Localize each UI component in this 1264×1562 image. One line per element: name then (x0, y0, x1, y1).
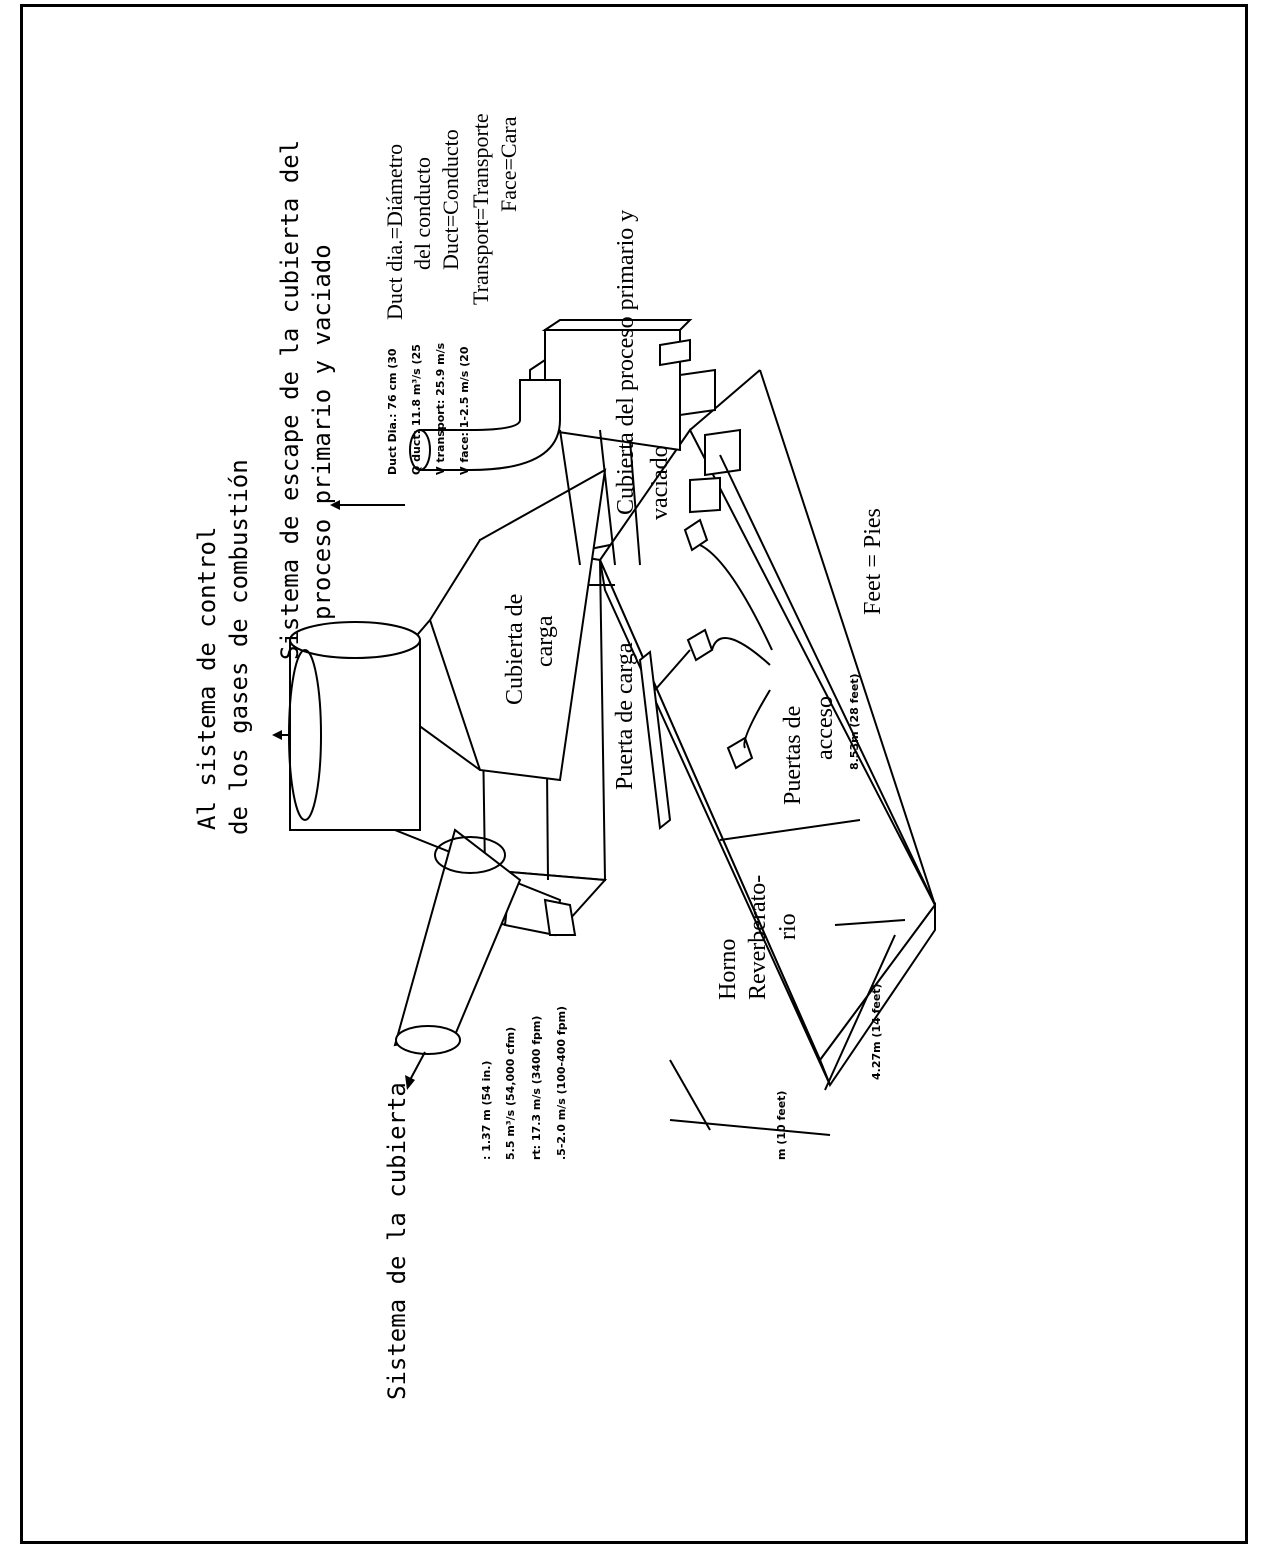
label-access-doors-1: Puertas de (780, 706, 806, 805)
label-furnace-2: Reverberato- (745, 875, 771, 1000)
glossary-line: Duct dia.=Diámetro (382, 144, 407, 320)
label-primary-hood-2: vaciado (647, 445, 673, 520)
primary-process-hood (529, 319, 741, 566)
label-charging-door: Puerta de carga (612, 642, 638, 790)
spec-line: V transport: 25.9 m/s (434, 342, 447, 475)
spec-right: Duct Dia.: 76 cm (30 Q duct: 11.8 m³/s (… (386, 342, 471, 475)
spec-line: : 1.37 m (54 in.) (480, 1061, 493, 1160)
label-exhaust-2: proceso primario y vaciado (308, 244, 336, 620)
spec-line: .5-2.0 m/s (100-400 fpm) (555, 1006, 568, 1160)
spec-left: : 1.37 m (54 in.) 5.5 m³/s (54,000 cfm) … (480, 1006, 568, 1160)
figure-frame (20, 4, 1248, 1544)
label-control-system-1: Al sistema de control (193, 527, 221, 830)
dimension-height: m (10 feet) (775, 1091, 788, 1160)
dimension-width: 4.27m (14 feet) (870, 983, 883, 1080)
access-door-1 (683, 518, 709, 552)
dimension-lines (669, 454, 936, 1136)
label-charging-hood-1: Cubierta de (502, 594, 528, 705)
spec-line: Duct Dia.: 76 cm (30 (386, 348, 399, 475)
glossary: Duct dia.=Diámetro del conducto Duct=Con… (382, 113, 521, 320)
glossary-line: Face=Cara (496, 116, 521, 212)
hood-roof (428, 468, 607, 782)
label-exhaust-1: Sistema de escape de la cubierta del (276, 140, 304, 660)
exhaust-duct (409, 379, 561, 471)
furnace-drawing (272, 319, 937, 1136)
charging-door (638, 650, 672, 830)
label-charging-hood-2: carga (532, 615, 558, 667)
access-door-3 (726, 736, 754, 770)
label-furnace-1: Horno (715, 939, 741, 1000)
label-control-system-2: de los gases de combustión (225, 459, 253, 835)
combustion-gas-duct (288, 621, 421, 831)
glossary-line: del conducto (410, 157, 435, 270)
hood-system-pipe (393, 828, 522, 1055)
spec-line: 5.5 m³/s (54,000 cfm) (504, 1027, 517, 1160)
glossary-line: Duct=Conducto (438, 129, 463, 270)
spec-line: Q duct: 11.8 m³/s (25 (410, 344, 423, 475)
dimension-length: 8.53m (28 feet) (848, 673, 861, 770)
label-feet: Feet = Pies (860, 508, 886, 615)
furnace-side (599, 559, 831, 1086)
label-furnace-3: rio (775, 913, 801, 940)
spec-line: V face: 1-2.5 m/s (20 (458, 346, 471, 475)
label-access-doors-2: acceso (812, 696, 838, 760)
label-primary-hood-1: Cubierta del proceso primario y (613, 210, 639, 515)
spec-line: rt: 17.3 m/s (3400 fpm) (530, 1016, 543, 1160)
glossary-line: Transport=Transporte (468, 113, 493, 305)
label-hood-system: Sistema de la cubierta (383, 1082, 411, 1400)
hood-system-arrow (409, 1051, 426, 1081)
